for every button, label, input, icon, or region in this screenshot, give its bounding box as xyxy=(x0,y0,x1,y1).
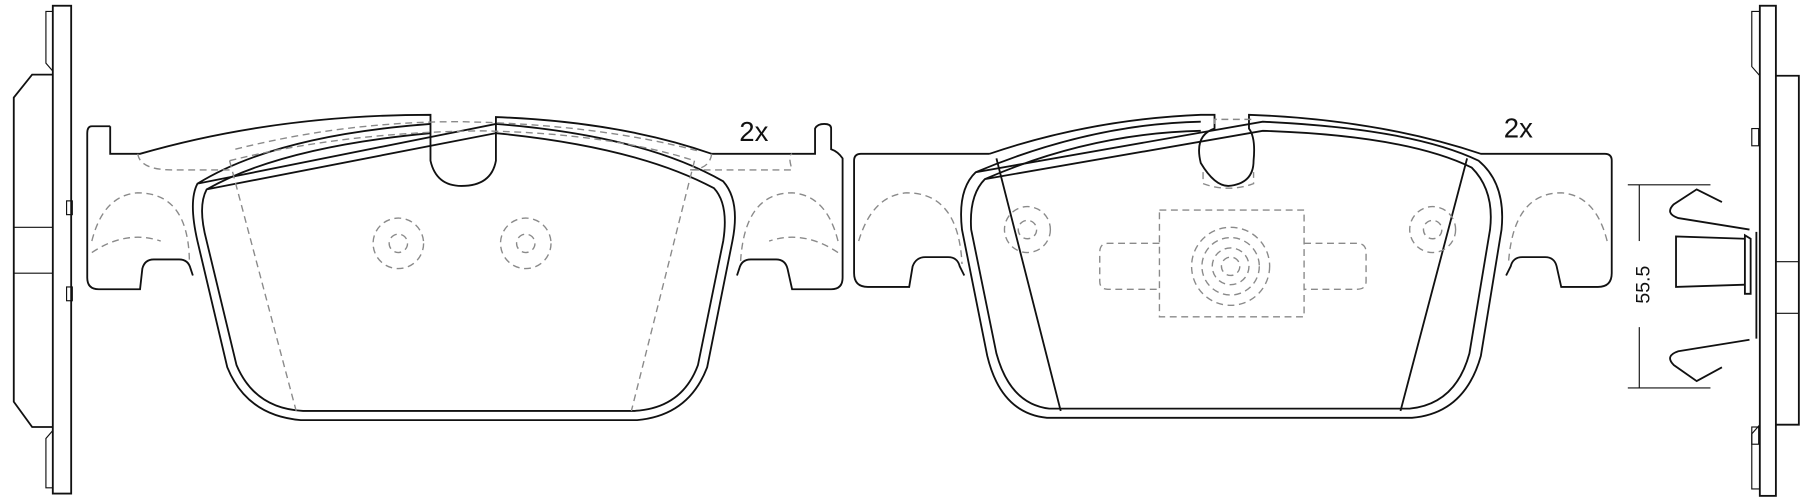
left-side-view xyxy=(12,4,73,495)
right-side-view: 55.5 xyxy=(1627,4,1800,497)
clip-dimension-label: 55.5 xyxy=(1633,266,1655,304)
quantity-label-outer: 2x xyxy=(1504,113,1533,144)
quantity-label-inner: 2x xyxy=(739,116,768,147)
brake-pad-outer: 2x xyxy=(853,113,1613,419)
brake-pad-inner: 2x xyxy=(86,113,844,422)
